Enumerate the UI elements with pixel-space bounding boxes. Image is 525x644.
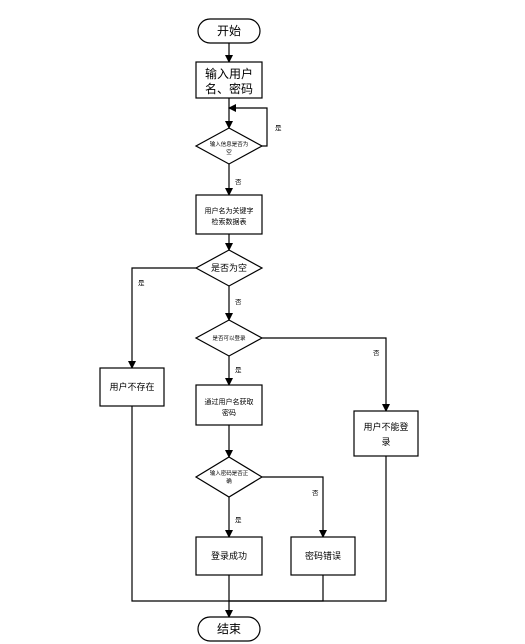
end-label: 结束 bbox=[217, 622, 241, 636]
edge-can-login-no-to-cannot-login bbox=[262, 337, 390, 412]
check-empty-label-line2: 空 bbox=[226, 148, 232, 156]
node-password-correct: 输入密码是否正 确 bbox=[194, 456, 264, 498]
password-error-label: 密码错误 bbox=[305, 550, 341, 562]
node-login-success: 登录成功 bbox=[195, 536, 263, 576]
get-password-label-line2: 密码 bbox=[222, 408, 236, 417]
node-cannot-login: 用户不能登 录 bbox=[353, 410, 419, 457]
get-password-label-line1: 通过用户名获取 bbox=[205, 397, 254, 406]
node-end: 结束 bbox=[197, 616, 261, 642]
edge-is-empty-yes-to-user-not-exist bbox=[128, 267, 196, 369]
label-can-login-yes: 是 bbox=[235, 366, 242, 374]
node-user-not-exist: 用户不存在 bbox=[99, 367, 165, 407]
edge-labels: 是 否 是 否 否 是 否 是 bbox=[138, 124, 380, 524]
edge-password-correct-no-to-password-error bbox=[262, 476, 327, 538]
input-credentials-label-line1: 输入用户 bbox=[205, 66, 253, 81]
edge-cannot-login-to-merge bbox=[229, 456, 387, 602]
check-empty-label-line1: 输入信息是否为 bbox=[210, 140, 249, 148]
connectors bbox=[128, 43, 390, 618]
node-password-error: 密码错误 bbox=[290, 536, 356, 576]
is-empty-shape bbox=[194, 249, 264, 287]
label-can-login-no: 否 bbox=[373, 349, 380, 357]
label-check-empty-yes: 是 bbox=[275, 124, 282, 132]
node-get-password: 通过用户名获取 密码 bbox=[195, 384, 263, 426]
node-start: 开始 bbox=[197, 18, 261, 44]
edge-password-error-to-merge bbox=[229, 575, 324, 602]
label-password-correct-yes: 是 bbox=[235, 516, 242, 524]
password-correct-label-line2: 确 bbox=[226, 477, 232, 485]
end-shape bbox=[197, 616, 261, 642]
user-not-exist-shape bbox=[99, 367, 165, 407]
start-label: 开始 bbox=[217, 24, 241, 38]
is-empty-label: 是否为空 bbox=[211, 262, 247, 274]
node-input-credentials: 输入用户 名、密码 bbox=[195, 61, 263, 99]
input-credentials-label-line2: 名、密码 bbox=[205, 81, 253, 96]
label-password-correct-no: 否 bbox=[312, 489, 319, 497]
login-success-label: 登录成功 bbox=[211, 550, 247, 562]
check-empty-shape bbox=[194, 127, 264, 165]
cannot-login-label-line1: 用户不能登 bbox=[363, 421, 408, 433]
password-correct-shape bbox=[194, 456, 264, 498]
node-can-login: 是否可以登录 bbox=[194, 319, 264, 357]
search-table-shape bbox=[195, 194, 263, 235]
search-table-label-line2: 检索数据表 bbox=[212, 217, 247, 226]
can-login-label: 是否可以登录 bbox=[212, 334, 246, 342]
edge-check-empty-loop-yes bbox=[228, 104, 268, 147]
password-correct-label-line1: 输入密码是否正 bbox=[210, 469, 249, 477]
search-table-label-line1: 用户名为关键字 bbox=[205, 206, 254, 215]
get-password-shape bbox=[195, 384, 263, 426]
user-not-exist-label: 用户不存在 bbox=[109, 381, 154, 393]
cannot-login-shape bbox=[353, 410, 419, 457]
start-shape bbox=[197, 18, 261, 44]
edge-user-not-exist-to-merge bbox=[131, 406, 229, 602]
label-is-empty-yes: 是 bbox=[138, 279, 145, 287]
cannot-login-label-line2: 录 bbox=[381, 437, 390, 448]
node-search-table: 用户名为关键字 检索数据表 bbox=[195, 194, 263, 235]
can-login-shape bbox=[194, 319, 264, 357]
login-success-shape bbox=[195, 536, 263, 576]
node-is-empty: 是否为空 bbox=[194, 249, 264, 287]
label-is-empty-no: 否 bbox=[235, 298, 242, 306]
label-check-empty-no: 否 bbox=[235, 178, 242, 186]
input-credentials-shape bbox=[195, 61, 263, 99]
node-check-empty: 输入信息是否为 空 bbox=[194, 127, 264, 165]
password-error-shape bbox=[290, 536, 356, 576]
